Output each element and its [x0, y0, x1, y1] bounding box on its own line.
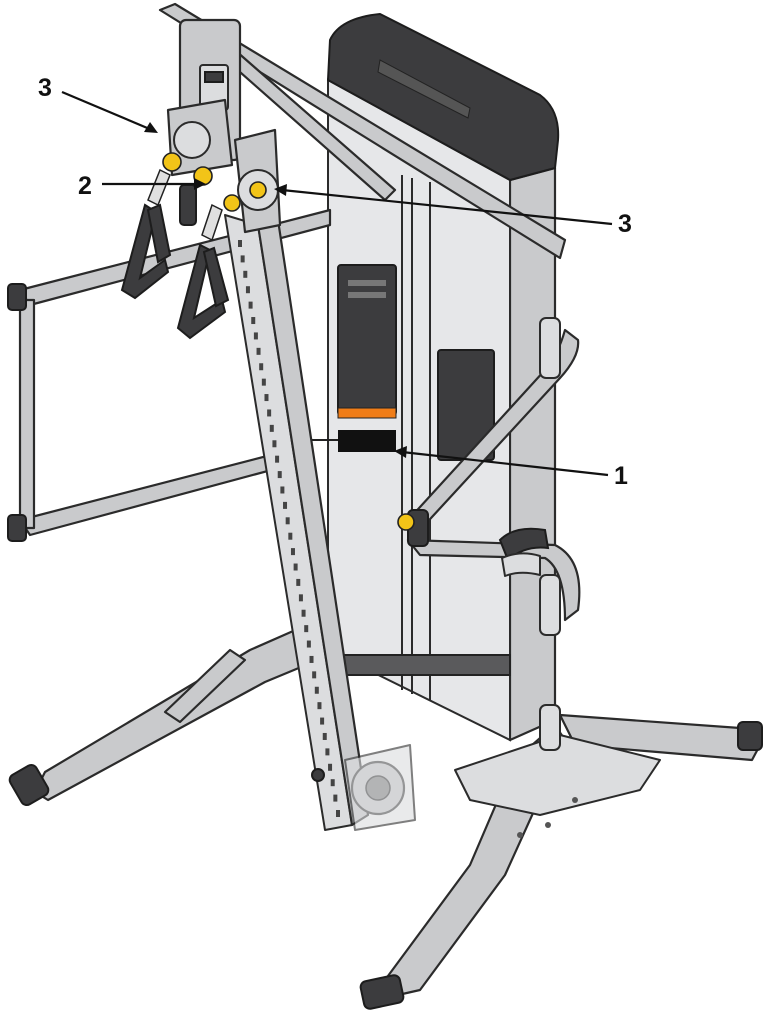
pulley-knob-3b: [249, 181, 267, 199]
leader-3a: [61, 90, 153, 132]
rail-hole: [333, 794, 338, 802]
rail-hole: [275, 455, 280, 463]
height-adjust-knob: [397, 513, 415, 531]
rail-hole: [245, 286, 250, 294]
leader-3b: [281, 188, 613, 226]
base-frame: [8, 626, 763, 1010]
rail-hole: [330, 779, 335, 787]
rail-hole: [277, 471, 282, 479]
callout-3-right: 3: [618, 210, 632, 238]
rail-hole: [285, 517, 290, 525]
rail-hole: [304, 625, 309, 633]
rail-hole: [312, 671, 317, 679]
rail-hole: [325, 748, 330, 756]
leader-1: [401, 450, 609, 477]
rail-hole: [320, 717, 325, 725]
pulley-knob-left: [162, 152, 182, 172]
rail-hole: [301, 609, 306, 617]
rail-hole: [293, 563, 298, 571]
column-end-bumper: [311, 768, 325, 782]
rail-hole: [314, 686, 319, 694]
rail-hole: [261, 378, 266, 386]
rail-hole: [306, 640, 311, 648]
rail-hole: [280, 486, 285, 494]
rail-hole: [328, 763, 333, 771]
rail-hole: [269, 424, 274, 432]
rail-hole: [267, 409, 272, 417]
instruction-placard: [337, 264, 397, 416]
weight-selector-label: [337, 407, 397, 419]
callout-1: 1: [614, 462, 628, 490]
rail-hole: [264, 394, 269, 402]
loop-end-cap-top: [7, 283, 27, 311]
right-foot-cap: [359, 974, 405, 1010]
rail-hole: [309, 655, 314, 663]
rail-hole: [259, 363, 264, 371]
weight-selector-pin: [338, 430, 396, 452]
rail-hole: [288, 532, 293, 540]
callout-leaders: [61, 90, 613, 477]
rail-hole: [238, 240, 242, 247]
carriage-pin-lower: [223, 194, 241, 212]
rail-holes: [238, 240, 340, 817]
rail-hole: [248, 301, 253, 309]
rail-hole: [283, 501, 288, 509]
top-carriage: [162, 18, 282, 234]
rail-hole: [253, 332, 258, 340]
rail-hole: [272, 440, 277, 448]
rail-hole: [290, 548, 295, 556]
stirrup-handles: [120, 168, 230, 340]
rail-hole: [296, 578, 301, 586]
loop-end-cap-bottom: [7, 514, 27, 542]
rail-hole: [256, 347, 261, 355]
rear-foot-cap: [737, 721, 763, 751]
callout-2: 2: [78, 172, 92, 200]
rail-hole: [298, 594, 303, 602]
left-foot-cap: [8, 763, 50, 807]
callout-3-top: 3: [38, 74, 52, 102]
side-handle-bar: [397, 317, 581, 751]
rail-hole: [317, 702, 322, 710]
rail-hole: [243, 270, 248, 278]
rail-hole: [240, 255, 245, 263]
rail-hole: [336, 810, 340, 817]
adjustable-column: [224, 214, 416, 831]
rail-hole: [251, 317, 256, 325]
callout-labels: 3 2 3 1: [38, 74, 632, 490]
rail-hole: [322, 732, 327, 740]
